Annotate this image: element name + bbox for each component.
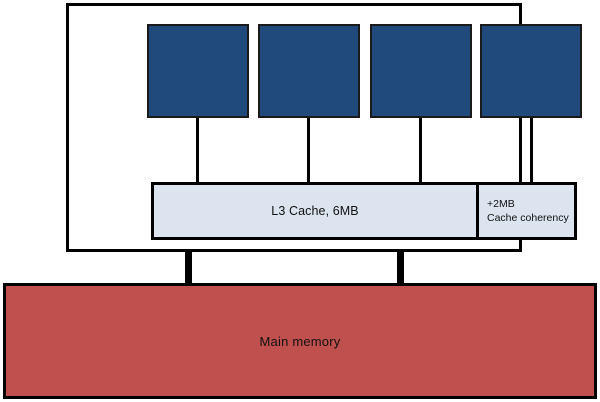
cpu-package-container: L3 Cache, 6MB +2MB Cache coherency [66, 3, 582, 252]
core-to-cache-connector-1 [196, 118, 199, 183]
cache-coherency-section: +2MB Cache coherency [479, 185, 574, 237]
core-to-cache-connector-3 [419, 118, 422, 183]
memory-bus-connector-right [397, 252, 404, 284]
cpu-core-block-1 [147, 24, 249, 118]
core-to-cache-connector-2 [307, 118, 310, 183]
l3-cache-label: L3 Cache, 6MB [271, 204, 359, 218]
l3-cache-main-section: L3 Cache, 6MB [154, 185, 479, 237]
cache-coherency-size-label: +2MB [487, 198, 515, 210]
main-memory-label: Main memory [259, 333, 341, 349]
l3-cache-bar: L3 Cache, 6MB +2MB Cache coherency [151, 182, 577, 240]
cpu-core-block-3 [370, 24, 472, 118]
cpu-core-block-4 [480, 24, 582, 118]
cache-coherency-label: Cache coherency [487, 212, 569, 224]
main-memory-block: Main memory [3, 283, 597, 399]
memory-bus-connector-left [185, 252, 192, 284]
core-to-cache-connector-4 [530, 118, 533, 183]
cpu-core-block-2 [258, 24, 360, 118]
